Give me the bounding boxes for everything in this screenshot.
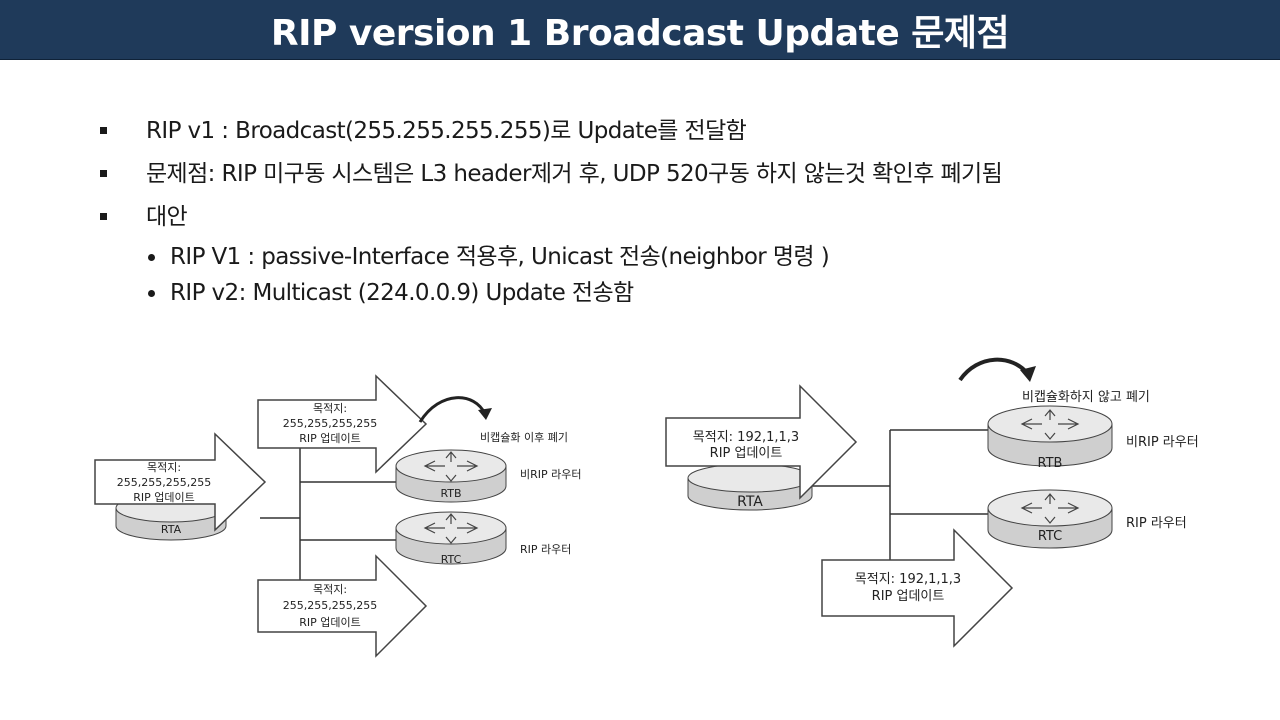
router-label: RTA <box>737 494 763 510</box>
unicast-diagram: RTA 목적지: 192,1,1,3 RIP 업데이트 RTB 비RIP 라우터… <box>660 330 1260 670</box>
bullet-text: 문제점: RIP 미구동 시스템은 L3 header제거 후, UDP 520… <box>146 161 1003 187</box>
packet-label: 255,255,255,255 <box>117 476 211 489</box>
bullet-text: RIP v1 : Broadcast(255.255.255.255)로 Upd… <box>146 118 747 144</box>
router-label: RTB <box>1038 456 1063 471</box>
packet-label: RIP 업데이트 <box>133 491 195 504</box>
router-role-label: 비RIP 라우터 <box>520 468 582 481</box>
arrowhead-icon <box>1020 366 1036 382</box>
router-role-label: RIP 라우터 <box>520 543 571 556</box>
packet-label: 목적지: <box>147 461 181 474</box>
sub-bullet-item: RIP V1 : passive-Interface 적용후, Unicast … <box>96 239 1216 275</box>
router-label: RTC <box>1038 529 1062 544</box>
packet-arrow: 목적지: 255,255,255,255 RIP 업데이트 <box>257 374 428 474</box>
packet-arrow: 목적지: 255,255,255,255 RIP 업데이트 <box>94 432 267 532</box>
bullet-item: 대안 <box>96 196 1216 239</box>
unicast-diagram-svg: RTA 목적지: 192,1,1,3 RIP 업데이트 RTB 비RIP 라우터… <box>665 357 1199 648</box>
packet-label: RIP 업데이트 <box>299 432 361 445</box>
curved-arrow-icon <box>418 396 487 423</box>
square-bullet-icon <box>100 170 107 177</box>
router-role-label: 비RIP 라우터 <box>1126 435 1199 450</box>
router-label: RTB <box>440 487 461 500</box>
packet-label: 255,255,255,255 <box>283 417 377 430</box>
router-arrows-icon <box>1020 493 1080 524</box>
router-rta: RTA <box>687 463 813 511</box>
router-label: RTC <box>441 553 462 566</box>
broadcast-diagram: RTA 목적지: 255,255,255,255 RIP 업데이트 목적지: 2… <box>80 330 620 670</box>
packet-label: 목적지: 192,1,1,3 <box>855 572 961 587</box>
drop-note: 비캡슐화하지 않고 폐기 <box>1022 390 1150 405</box>
round-bullet-icon <box>148 254 155 261</box>
packet-arrow: 목적지: 255,255,255,255 RIP 업데이트 <box>257 554 428 658</box>
bullet-list: RIP v1 : Broadcast(255.255.255.255)로 Upd… <box>96 110 1216 311</box>
packet-label: 목적지: <box>313 402 347 415</box>
router-label: RTA <box>161 523 182 536</box>
packet-label: 255,255,255,255 <box>283 599 377 612</box>
router-arrows-icon <box>423 513 479 544</box>
router-role-label: RIP 라우터 <box>1126 516 1187 531</box>
square-bullet-icon <box>100 213 107 220</box>
drop-note: 비캡슐화 이후 폐기 <box>480 431 568 444</box>
router-rtc: RTC <box>987 489 1113 549</box>
packet-label: 목적지: 192,1,1,3 <box>693 430 799 445</box>
sub-bullet-text: RIP V1 : passive-Interface 적용후, Unicast … <box>170 244 830 270</box>
curved-arrow-icon <box>958 357 1030 382</box>
packet-label: 목적지: <box>313 583 347 596</box>
packet-arrow: 목적지: 192,1,1,3 RIP 업데이트 <box>665 384 858 500</box>
packet-label: RIP 업데이트 <box>872 589 945 604</box>
router-rtb: RTB <box>395 449 507 503</box>
router-rtc: RTC <box>395 511 507 566</box>
router-arrows-icon <box>423 451 479 482</box>
broadcast-diagram-svg: RTA 목적지: 255,255,255,255 RIP 업데이트 목적지: 2… <box>94 374 582 658</box>
bullet-item: 문제점: RIP 미구동 시스템은 L3 header제거 후, UDP 520… <box>96 153 1216 196</box>
sub-bullet-item: RIP v2: Multicast (224.0.0.9) Update 전송함 <box>96 275 1216 311</box>
bullet-item: RIP v1 : Broadcast(255.255.255.255)로 Upd… <box>96 110 1216 153</box>
square-bullet-icon <box>100 127 107 134</box>
router-arrows-icon <box>1020 409 1080 440</box>
router-rta: RTA <box>115 493 227 541</box>
round-bullet-icon <box>148 290 155 297</box>
packet-arrow: 목적지: 192,1,1,3 RIP 업데이트 <box>821 528 1014 648</box>
router-rtb: RTB <box>987 405 1113 471</box>
packet-label: RIP 업데이트 <box>710 446 783 461</box>
sub-bullet-text: RIP v2: Multicast (224.0.0.9) Update 전송함 <box>170 280 634 306</box>
title-bar: RIP version 1 Broadcast Update 문제점 <box>0 0 1280 60</box>
bullet-text: 대안 <box>146 204 188 230</box>
arrowhead-icon <box>478 408 492 420</box>
slide-title: RIP version 1 Broadcast Update 문제점 <box>270 12 1010 54</box>
packet-label: RIP 업데이트 <box>299 616 361 629</box>
